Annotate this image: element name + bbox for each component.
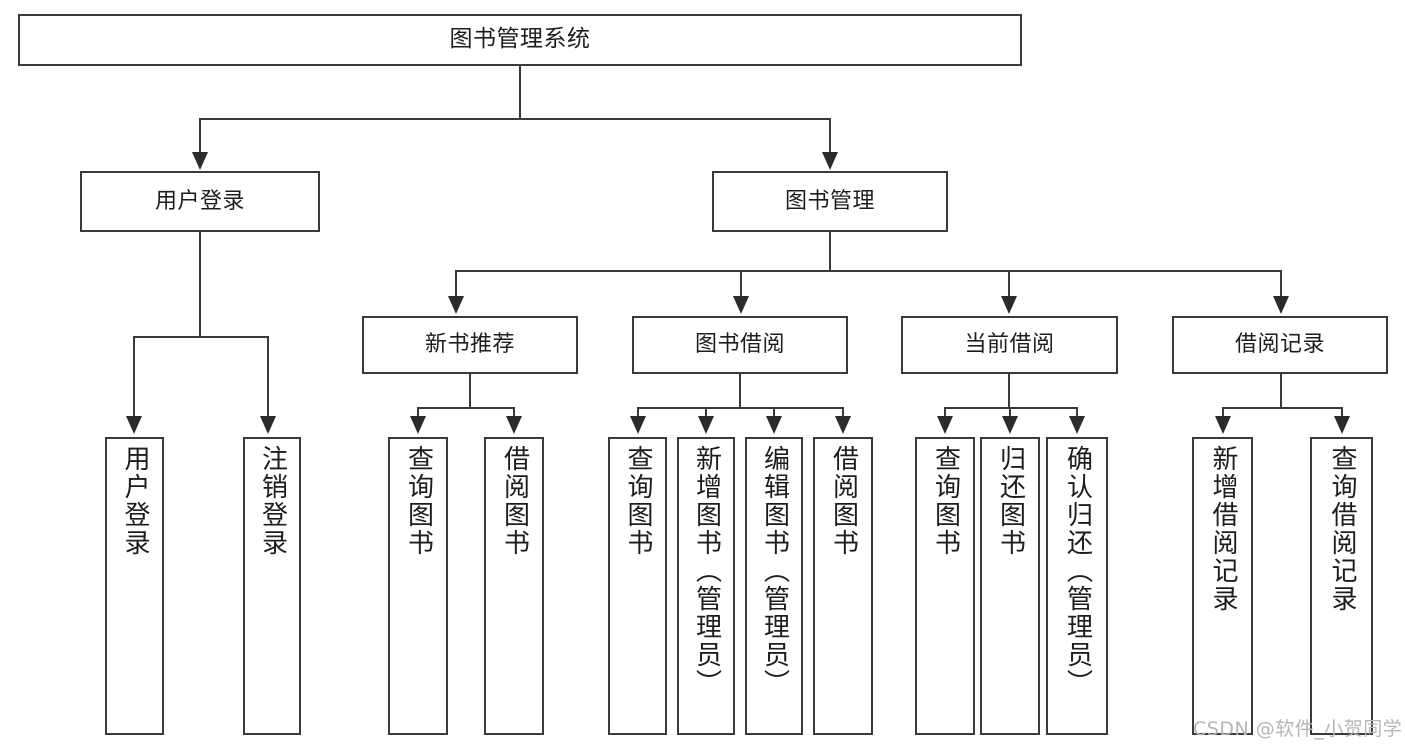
leaf-logout[interactable]: 注销登录 <box>243 437 301 735</box>
node-book-manage[interactable]: 图书管理 <box>712 171 948 232</box>
node-label: 查询借阅记录 <box>1327 445 1358 613</box>
arrowhead-to-user-login <box>192 152 208 170</box>
arrowhead-to-leaf-user-login <box>126 416 142 434</box>
node-root-system[interactable]: 图书管理系统 <box>18 14 1022 66</box>
node-label: 归还图书 <box>995 445 1026 557</box>
connector-book-borrow-drop-2 <box>705 407 707 418</box>
node-label: 图书借阅 <box>694 332 785 358</box>
node-label: 新书推荐 <box>424 332 515 358</box>
connector-book-manage-stem <box>829 232 831 270</box>
connector-borrow-record-drop-1 <box>1222 407 1224 418</box>
arrowhead-to-current-borrow <box>1001 296 1017 314</box>
node-label: 借阅记录 <box>1234 332 1325 358</box>
connector-book-borrow-drop-1 <box>637 407 639 418</box>
node-label: 新增图书（管理员） <box>691 445 722 697</box>
connector-root-bus <box>199 118 831 120</box>
csdn-watermark: CSDN @软件_小贺同学 <box>1193 718 1403 740</box>
connector-root-drop-left <box>199 118 201 154</box>
connector-new-book-drop-2 <box>513 407 515 418</box>
node-label: 新增借阅记录 <box>1208 445 1239 613</box>
connector-current-borrow-drop-1 <box>944 407 946 418</box>
leaf-borrow-book-new[interactable]: 借阅图书 <box>484 437 544 735</box>
arrowhead-to-leaf-query-book-1 <box>410 416 426 434</box>
arrowhead-to-book-manage <box>822 152 838 170</box>
connector-user-login-stem <box>199 232 201 336</box>
leaf-edit-book-admin[interactable]: 编辑图书（管理员） <box>745 437 803 735</box>
connector-book-borrow-drop-4 <box>842 407 844 418</box>
leaf-query-book-current[interactable]: 查询图书 <box>915 437 975 735</box>
connector-new-book-drop-1 <box>417 407 419 418</box>
arrowhead-to-leaf-add-book <box>698 416 714 434</box>
leaf-add-borrow-record[interactable]: 新增借阅记录 <box>1192 437 1253 735</box>
connector-borrow-record-stem <box>1280 374 1282 407</box>
connector-book-manage-drop-3 <box>1008 270 1010 298</box>
arrowhead-to-leaf-query-book-2 <box>630 416 646 434</box>
arrowhead-to-leaf-logout <box>260 416 276 434</box>
node-label: 借阅图书 <box>828 445 859 557</box>
leaf-borrow-book-borrow[interactable]: 借阅图书 <box>813 437 873 735</box>
arrowhead-to-leaf-return-book <box>1002 416 1018 434</box>
arrowhead-to-book-borrow <box>733 296 749 314</box>
node-label: 用户登录 <box>120 445 151 557</box>
arrowhead-to-leaf-confirm-return <box>1069 416 1085 434</box>
arrowhead-to-leaf-edit-book <box>766 416 782 434</box>
node-label: 用户登录 <box>154 188 245 214</box>
connector-borrow-record-drop-2 <box>1341 407 1343 418</box>
node-label: 查询图书 <box>623 445 654 557</box>
leaf-query-book-borrow[interactable]: 查询图书 <box>608 437 667 735</box>
node-borrow-record[interactable]: 借阅记录 <box>1172 316 1388 374</box>
connector-book-borrow-drop-3 <box>773 407 775 418</box>
connector-current-borrow-drop-3 <box>1076 407 1078 418</box>
connector-current-borrow-stem <box>1008 374 1010 407</box>
leaf-user-login[interactable]: 用户登录 <box>105 437 164 735</box>
leaf-return-book[interactable]: 归还图书 <box>980 437 1040 735</box>
connector-book-borrow-bus <box>637 407 843 409</box>
connector-user-login-drop-1 <box>133 336 135 418</box>
arrowhead-to-leaf-borrow-book-1 <box>506 416 522 434</box>
connector-book-manage-drop-4 <box>1280 270 1282 298</box>
connector-book-manage-bus <box>455 270 1281 272</box>
node-label: 当前借阅 <box>964 332 1055 358</box>
arrowhead-to-leaf-borrow-book-2 <box>835 416 851 434</box>
node-label: 编辑图书（管理员） <box>759 445 790 697</box>
leaf-confirm-return-admin[interactable]: 确认归还（管理员） <box>1046 437 1108 735</box>
node-label: 确认归还（管理员） <box>1062 445 1093 697</box>
node-new-book-recommend[interactable]: 新书推荐 <box>362 316 578 374</box>
connector-borrow-record-bus <box>1222 407 1342 409</box>
connector-current-borrow-drop-2 <box>1009 407 1011 418</box>
node-label: 查询图书 <box>930 445 961 557</box>
node-user-login[interactable]: 用户登录 <box>80 171 320 232</box>
node-book-borrow[interactable]: 图书借阅 <box>632 316 848 374</box>
connector-user-login-drop-2 <box>267 336 269 418</box>
leaf-query-book-new[interactable]: 查询图书 <box>388 437 448 735</box>
connector-book-manage-drop-2 <box>740 270 742 298</box>
connector-root-stem <box>519 66 521 120</box>
node-label: 查询图书 <box>403 445 434 557</box>
arrowhead-to-leaf-query-book-3 <box>937 416 953 434</box>
connector-user-login-bus <box>133 336 267 338</box>
leaf-query-borrow-record[interactable]: 查询借阅记录 <box>1310 437 1373 735</box>
node-label: 借阅图书 <box>499 445 530 557</box>
connector-new-book-stem <box>469 374 471 407</box>
connector-book-borrow-stem <box>739 374 741 407</box>
arrowhead-to-leaf-add-record <box>1215 416 1231 434</box>
node-label: 图书管理 <box>784 188 875 214</box>
leaf-add-book-admin[interactable]: 新增图书（管理员） <box>677 437 735 735</box>
arrowhead-to-leaf-query-record <box>1334 416 1350 434</box>
arrowhead-to-borrow-record <box>1273 296 1289 314</box>
node-label: 注销登录 <box>257 445 288 557</box>
arrowhead-to-new-book <box>448 296 464 314</box>
connector-book-manage-drop-1 <box>455 270 457 298</box>
connector-new-book-bus <box>417 407 514 409</box>
node-label: 图书管理系统 <box>449 26 591 53</box>
connector-root-drop-right <box>829 118 831 154</box>
node-current-borrow[interactable]: 当前借阅 <box>901 316 1118 374</box>
